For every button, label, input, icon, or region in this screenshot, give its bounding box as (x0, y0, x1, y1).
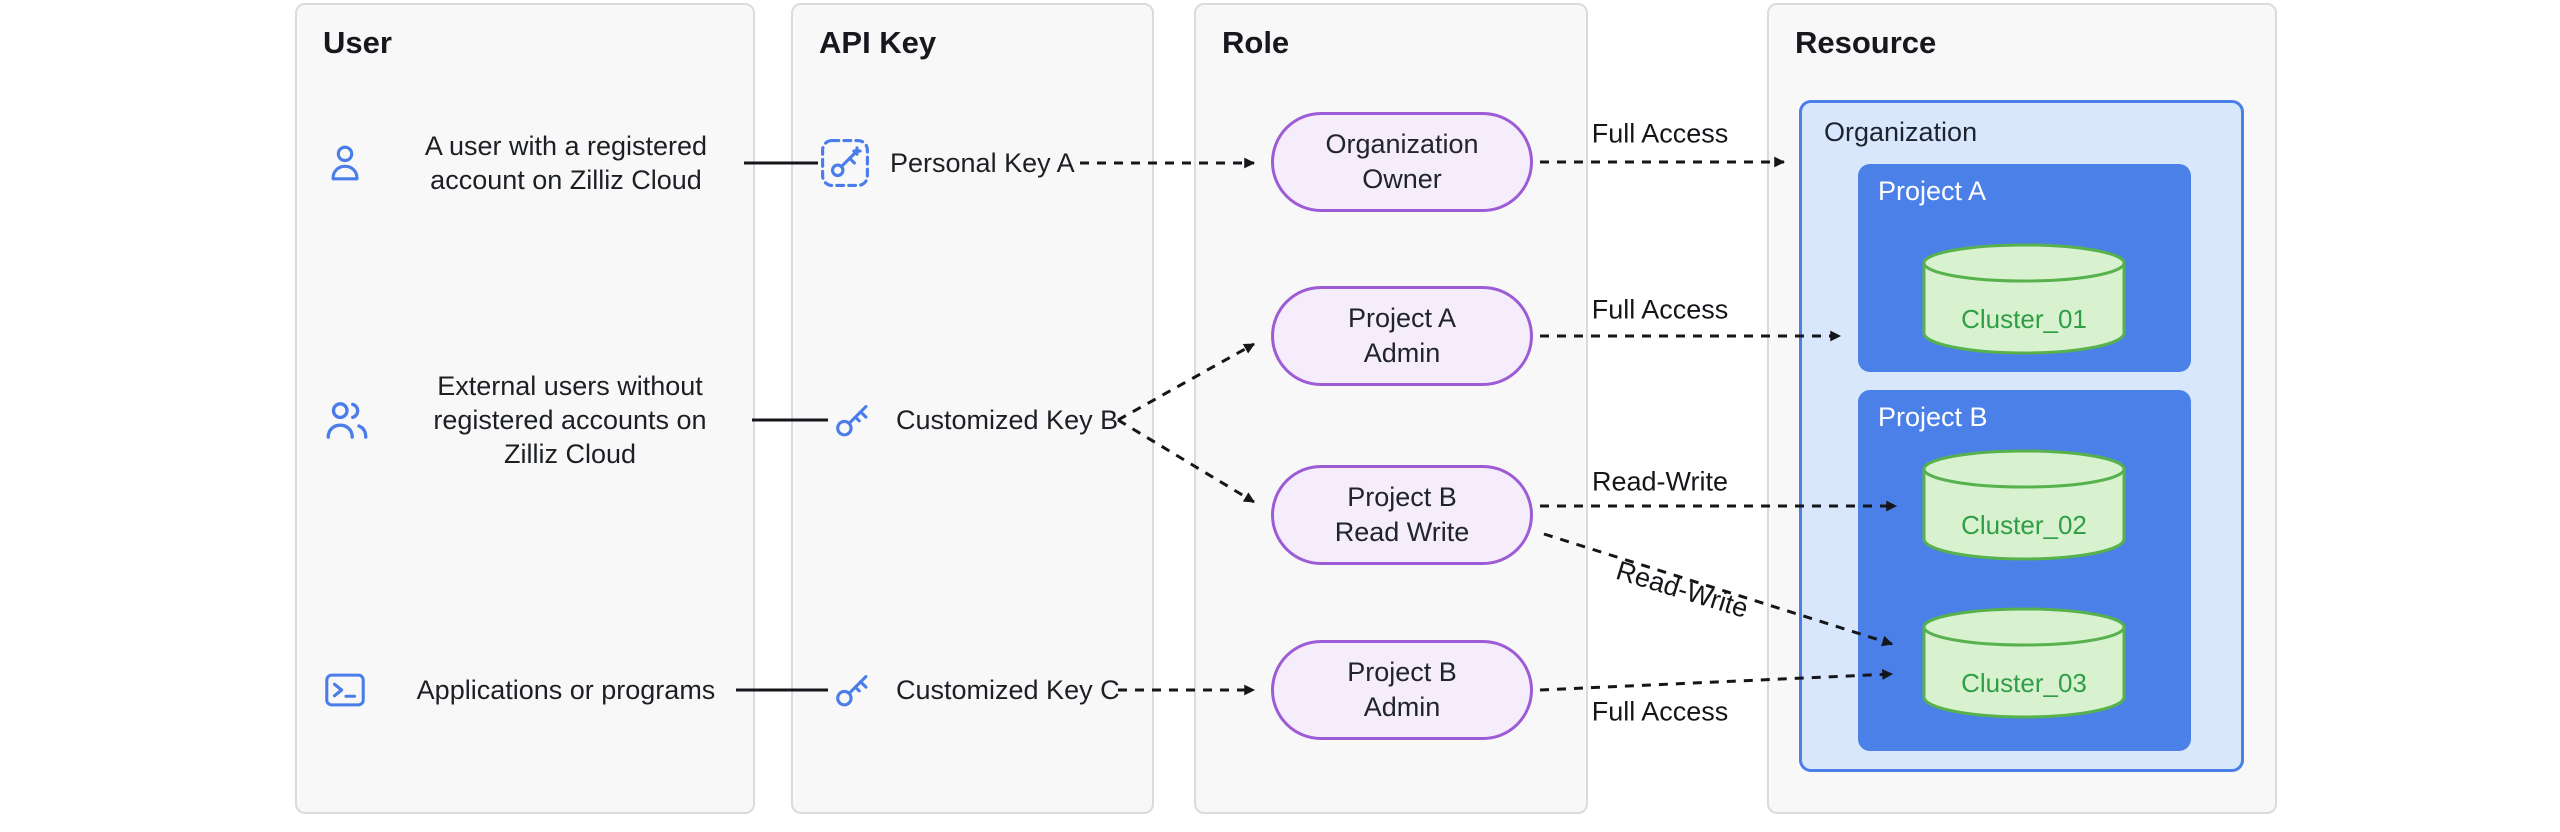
user-item-registered: A user with a registered account on Zill… (322, 129, 744, 197)
cluster-02: Cluster_02 (1913, 447, 2135, 567)
panel-api-key: API Key (791, 3, 1154, 814)
terminal-icon (322, 667, 368, 713)
user-item-text: A user with a registered account on Zill… (424, 130, 708, 195)
user-item-text: Applications or programs (416, 674, 716, 705)
edge-label-read-write-1: Read-Write (1591, 466, 1729, 497)
database-cylinder-icon (1922, 449, 2126, 561)
key-icon (830, 397, 876, 443)
cluster-03: Cluster_03 (1913, 605, 2135, 725)
cluster-01: Cluster_01 (1913, 241, 2135, 361)
project-box-b: Project B Cluster_02 Cluster_03 (1858, 390, 2191, 751)
panel-user-title: User (323, 25, 392, 60)
user-item-external: External users without registered accoun… (322, 369, 748, 471)
edge-label-full-access-1: Full Access (1591, 118, 1729, 149)
role-pill-organization-owner: Organization Owner (1271, 112, 1533, 212)
database-cylinder-icon (1922, 607, 2126, 719)
api-key-item-personal-a: Personal Key A (820, 138, 1075, 188)
role-pill-project-b-read-write: Project B Read Write (1271, 465, 1533, 565)
panel-api-key-title: API Key (819, 25, 937, 60)
project-box-a: Project A Cluster_01 (1858, 164, 2191, 372)
panel-user: User (295, 3, 755, 814)
api-key-item-customized-b: Customized Key B (830, 397, 1118, 443)
api-key-item-customized-c: Customized Key C (830, 667, 1120, 713)
users-icon (322, 395, 372, 445)
api-key-label: Customized Key C (896, 674, 1120, 705)
user-item-applications: Applications or programs (322, 667, 744, 713)
role-pill-project-b-admin: Project B Admin (1271, 640, 1533, 740)
edge-label-full-access-2: Full Access (1591, 294, 1729, 325)
api-key-label: Customized Key B (896, 404, 1119, 435)
project-label: Project B (1878, 402, 1988, 432)
user-item-text: External users without registered accoun… (433, 370, 707, 470)
api-key-label: Personal Key A (890, 147, 1075, 178)
panel-role-title: Role (1222, 25, 1290, 60)
cluster-label: Cluster_02 (1961, 510, 2087, 540)
key-icon (830, 667, 876, 713)
edge-label-read-write-2: Read-Write (1612, 555, 1752, 624)
project-label: Project A (1878, 176, 1987, 206)
cluster-label: Cluster_03 (1961, 668, 2087, 698)
database-cylinder-icon (1922, 243, 2126, 355)
user-icon (322, 140, 368, 186)
role-pill-project-a-admin: Project A Admin (1271, 286, 1533, 386)
edge-label-full-access-3: Full Access (1591, 696, 1729, 727)
panel-resource-title: Resource (1795, 25, 1937, 60)
personal-key-icon (820, 138, 870, 188)
organization-box: Organization Project A Cluster_01 Projec… (1799, 100, 2244, 772)
cluster-label: Cluster_01 (1961, 304, 2087, 334)
organization-label: Organization (1824, 117, 1978, 147)
